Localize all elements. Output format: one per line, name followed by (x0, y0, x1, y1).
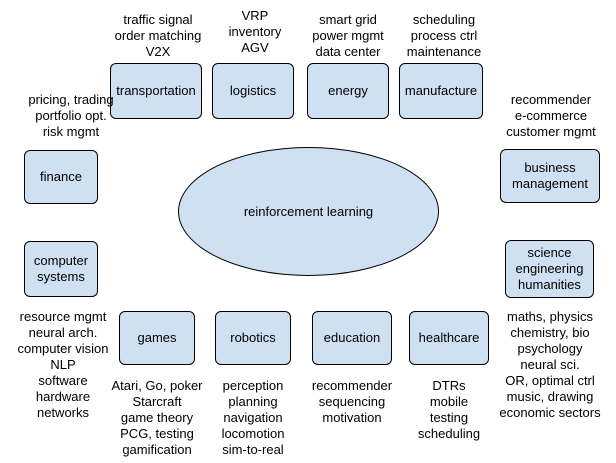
transportation-node: transportation (110, 63, 202, 119)
manufacture-node: manufacture (399, 63, 483, 119)
healthcare-examples: DTRs mobile testing scheduling (417, 378, 481, 441)
robotics-node: robotics (215, 311, 291, 365)
finance-examples: pricing, trading portfolio opt. risk mgm… (28, 92, 114, 139)
business-examples: recommender e-commerce customer mgmt (506, 92, 596, 139)
logistics-examples: VRP inventory AGV (228, 8, 282, 55)
transportation-examples: traffic signal order matching V2X (114, 12, 202, 59)
games-examples: Atari, Go, poker Starcraft game theory P… (111, 378, 203, 457)
education-examples: recommender sequencing motivation (311, 378, 393, 425)
center-label: reinforcement learning (243, 204, 374, 219)
energy-node: energy (307, 63, 389, 119)
finance-node: finance (24, 150, 98, 204)
science-node: science engineering humanities (505, 240, 594, 298)
robotics-examples: perception planning navigation locomotio… (221, 378, 285, 457)
business-node: business management (500, 149, 600, 203)
logistics-node: logistics (212, 63, 294, 119)
healthcare-node: healthcare (409, 311, 489, 365)
games-node: games (119, 311, 195, 365)
education-node: education (312, 311, 392, 365)
computer-systems-examples: resource mgmt neural arch. computer visi… (17, 309, 109, 420)
computer-systems-node: computer systems (24, 241, 98, 297)
energy-examples: smart grid power mgmt data center (312, 12, 384, 59)
manufacture-examples: scheduling process ctrl maintenance (406, 12, 482, 59)
science-examples: maths, physics chemistry, bio psychology… (499, 309, 601, 420)
center-ellipse: reinforcement learning (178, 147, 439, 276)
